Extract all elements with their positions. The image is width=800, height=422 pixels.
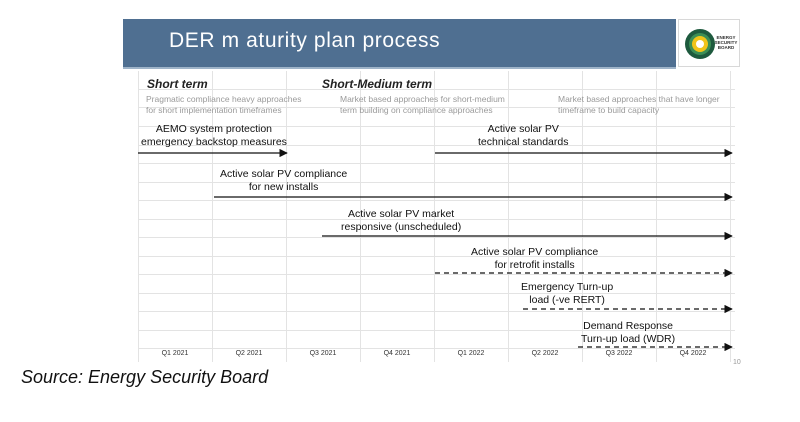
- item-label-aemo-protection: AEMO system protection emergency backsto…: [141, 123, 287, 148]
- phase-heading-short-term: Short term: [147, 77, 208, 91]
- item-label-new-installs: Active solar PV compliance for new insta…: [220, 168, 348, 193]
- quarter-label: Q2 2021: [235, 350, 263, 357]
- timeline-arrows: [138, 148, 733, 352]
- quarter-label: Q3 2022: [605, 350, 633, 357]
- slide: DER m aturity plan process ENERGY SECURI…: [123, 19, 741, 371]
- title-bar: DER m aturity plan process: [123, 19, 676, 69]
- item-label-demand-response: Demand Response Turn-up load (WDR): [581, 320, 676, 345]
- phase-description-long-term: Market based approaches that have longer…: [558, 94, 720, 115]
- logo-emblem-icon: [685, 29, 715, 59]
- slide-title: DER m aturity plan process: [169, 29, 441, 52]
- timeline-grid: [138, 71, 735, 362]
- item-label-emergency-turn-up: Emergency Turn-up load (-ve RERT): [521, 281, 614, 306]
- source-caption: Source: Energy Security Board: [21, 367, 269, 387]
- quarter-label: Q4 2022: [679, 350, 707, 357]
- item-label-technical-standards: Active solar PV technical standards: [478, 123, 569, 148]
- item-label-market-responsive: Active solar PV market responsive (unsch…: [341, 208, 462, 233]
- quarter-label: Q4 2021: [383, 350, 411, 357]
- energy-security-board-logo: ENERGY SECURITY BOARD: [678, 19, 740, 67]
- phase-heading-short-medium-term: Short-Medium term: [322, 77, 433, 91]
- phase-description-short-term: Pragmatic compliance heavy approaches fo…: [146, 94, 302, 115]
- phase-description-short-medium-term: Market based approaches for short-medium…: [340, 94, 505, 115]
- logo-text: ENERGY SECURITY BOARD: [714, 35, 738, 50]
- quarter-label: Q1 2022: [457, 350, 485, 357]
- quarter-label: Q1 2021: [161, 350, 189, 357]
- quarter-label: Q2 2022: [531, 350, 559, 357]
- quarter-label: Q3 2021: [309, 350, 337, 357]
- item-label-retrofit-installs: Active solar PV compliance for retrofit …: [471, 246, 599, 271]
- page-number: 10: [733, 359, 741, 366]
